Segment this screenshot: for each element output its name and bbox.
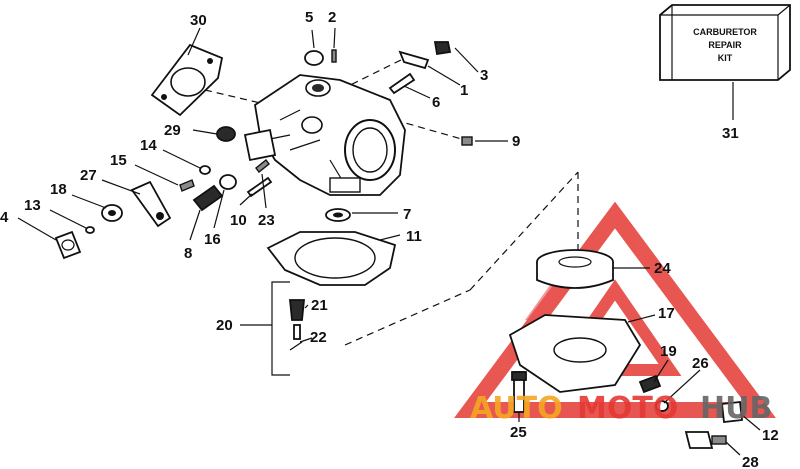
- part-1-bracket: [398, 50, 430, 70]
- kit-label-line1: CARBURETOR: [693, 27, 757, 37]
- part-18-bushing: [101, 204, 123, 222]
- part-14-washer: [199, 165, 211, 175]
- callout-28: 28: [742, 454, 759, 469]
- callout-14: 14: [140, 137, 157, 154]
- callout-20: 20: [216, 317, 233, 334]
- callout-19: 19: [660, 343, 677, 360]
- part-29-nut: [216, 126, 236, 142]
- part-23-pin: [255, 159, 270, 173]
- callout-23: 23: [258, 212, 275, 229]
- callout-30: 30: [190, 12, 207, 29]
- callout-5: 5: [305, 9, 313, 26]
- callout-1: 1: [460, 82, 468, 99]
- part-9-screw: [461, 136, 473, 146]
- part-20-bracket: [240, 281, 290, 376]
- callout-22: 22: [310, 329, 327, 346]
- callout-12: 12: [762, 427, 779, 444]
- callout-17: 17: [658, 305, 675, 322]
- callout-7: 7: [403, 206, 411, 223]
- kit-label-line2: REPAIR: [708, 40, 742, 50]
- callout-31: 31: [722, 125, 739, 142]
- watermark-moto: MOTO: [577, 391, 678, 426]
- callout-9: 9: [512, 133, 520, 150]
- part-10-pin: [246, 176, 273, 198]
- part-7-washer: [325, 208, 351, 222]
- part-5-plug: [304, 50, 324, 66]
- watermark-hub: HUB: [700, 391, 772, 426]
- part-17-float-bowl: [508, 314, 642, 393]
- part-16-nut: [219, 174, 237, 190]
- callout-11: 11: [406, 228, 422, 245]
- callout-8: 8: [184, 245, 192, 262]
- part-24-float: [536, 249, 614, 289]
- callout-29: 29: [164, 122, 181, 139]
- kit-label-line3: KIT: [718, 53, 733, 63]
- part-6-pin: [388, 72, 416, 95]
- callout-15: 15: [110, 152, 127, 169]
- callout-24: 24: [654, 260, 671, 277]
- part-4-knob: [54, 230, 82, 260]
- part-2-pin: [331, 49, 337, 63]
- callout-25: 25: [510, 424, 527, 441]
- part-28-fitting: [684, 431, 727, 449]
- callout-21: 21: [311, 297, 328, 314]
- part-3-screw: [433, 41, 452, 56]
- part-carburetor-body: [243, 74, 406, 196]
- part-11-gasket: [266, 231, 397, 286]
- part-27-lever: [130, 180, 172, 228]
- callout-18: 18: [50, 181, 67, 198]
- callout-27: 27: [80, 167, 97, 184]
- part-31-repair-kit-box: CARBURETOR REPAIR KIT: [659, 4, 791, 81]
- callout-16: 16: [204, 231, 221, 248]
- callout-13: 13: [24, 197, 41, 214]
- part-12-plug: [721, 401, 743, 423]
- part-8-spring: [192, 184, 224, 212]
- part-22-needle: [289, 324, 303, 351]
- callout-2: 2: [328, 9, 336, 26]
- callout-10: 10: [230, 212, 247, 229]
- callout-26: 26: [692, 355, 709, 372]
- part-26-washer: [655, 400, 669, 412]
- callout-6: 6: [432, 94, 440, 111]
- part-13-washer: [85, 226, 95, 234]
- part-30-flange-gasket: [150, 43, 224, 117]
- watermark-auto: AUTO: [470, 391, 563, 426]
- part-21-jet: [289, 299, 305, 321]
- watermark-logo-text: AUTO MOTO HUB: [470, 391, 772, 426]
- callout-3: 3: [480, 67, 488, 84]
- part-15-screw: [179, 179, 195, 192]
- callout-4: 4: [0, 209, 9, 226]
